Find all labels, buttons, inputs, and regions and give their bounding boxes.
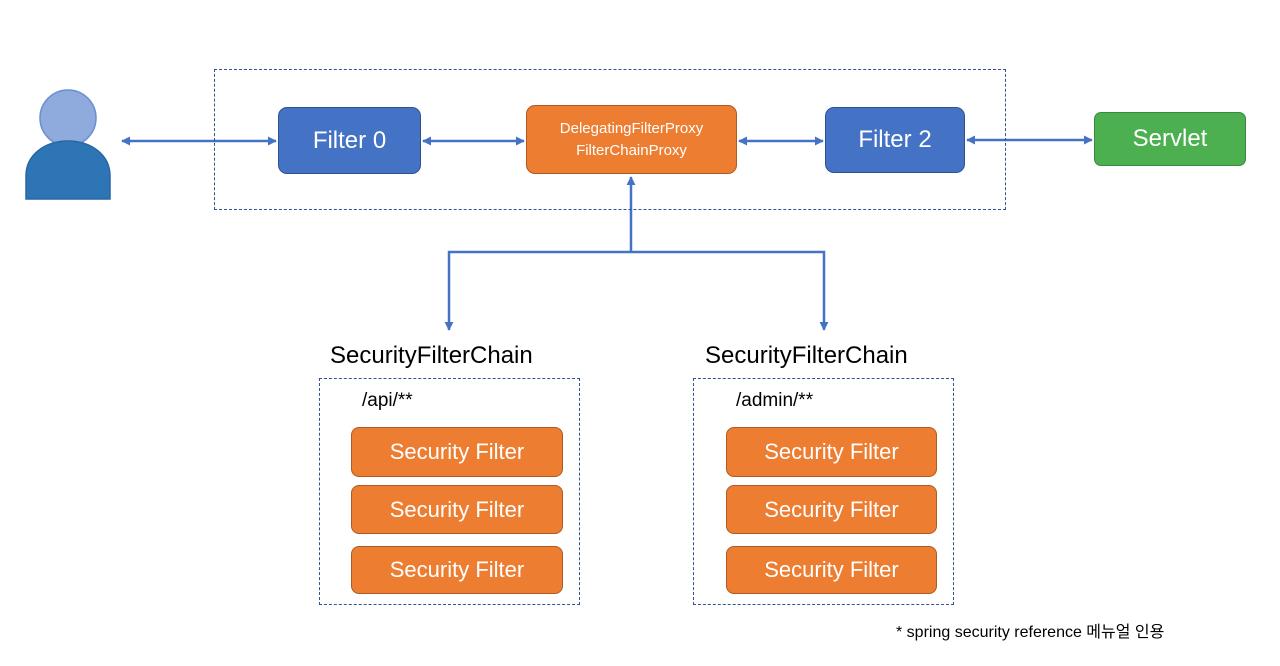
security-filter: Security Filter [351, 427, 563, 477]
security-filter-label: Security Filter [764, 496, 899, 522]
security-filter-chain-api [319, 378, 580, 605]
security-filter: Security Filter [726, 427, 937, 477]
delegating-filter-proxy-box: DelegatingFilterProxy FilterChainProxy [526, 105, 737, 174]
filter-chain-container [214, 69, 1006, 210]
filter-0-box: Filter 0 [278, 107, 421, 174]
security-filter-chain-admin [693, 378, 954, 605]
proxy-label-line1: DelegatingFilterProxy [559, 119, 704, 137]
chain-path-pattern: /admin/** [736, 390, 814, 411]
security-filter: Security Filter [726, 485, 937, 534]
filter-2-box: Filter 2 [825, 107, 965, 173]
security-filter-chain-title: SecurityFilterChain [330, 342, 533, 369]
arrow-to-chain-admin [631, 250, 829, 331]
servlet-label: Servlet [1132, 125, 1208, 152]
security-filter: Security Filter [351, 546, 563, 594]
security-filter-label: Security Filter [764, 557, 899, 582]
user-icon [25, 89, 111, 200]
security-filter-chain-title: SecurityFilterChain [705, 342, 908, 369]
security-filter: Security Filter [351, 485, 563, 534]
filter-0-label: Filter 0 [312, 126, 387, 154]
security-filter: Security Filter [726, 546, 937, 594]
security-filter-label: Security Filter [389, 557, 525, 582]
security-filter-label: Security Filter [389, 496, 525, 522]
security-filter-label: Security Filter [389, 439, 525, 464]
footnote: * spring security reference 메뉴얼 인용 [896, 624, 1165, 641]
filter-2-label: Filter 2 [858, 126, 932, 153]
arrow-to-chain-api [444, 250, 631, 331]
proxy-label-line2: FilterChainProxy [576, 141, 687, 159]
servlet-box: Servlet [1094, 112, 1246, 166]
security-filter-label: Security Filter [764, 439, 899, 464]
chain-path-pattern: /api/** [362, 390, 413, 411]
